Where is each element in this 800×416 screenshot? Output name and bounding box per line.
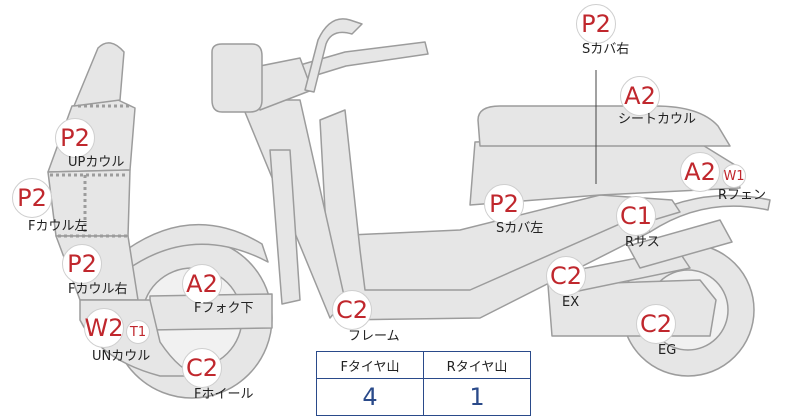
grade-badge-exhaust: C2 xyxy=(546,256,586,296)
grade-badge-engine: C2 xyxy=(636,304,676,344)
grade-badge-f-cowl-right: P2 xyxy=(62,244,102,284)
header-rear-tire: Rタイヤ山 xyxy=(423,351,531,379)
part-label-exhaust: EX xyxy=(562,295,580,310)
part-label-s-cover-left: Sカバ左 xyxy=(496,221,544,236)
grade-badge-r-fender: A2 xyxy=(680,152,720,192)
front-fork xyxy=(269,149,301,305)
cowl-tip xyxy=(73,42,125,107)
part-label-f-cowl-left: Fカウル左 xyxy=(28,219,88,234)
rear-fender xyxy=(639,194,771,233)
part-label-s-cover-right: Sカバ右 xyxy=(582,42,630,57)
part-label-un-cowl: UNカウル xyxy=(92,349,151,364)
value-front-tire: 4 xyxy=(316,378,424,416)
grade-badge-f-wheel: C2 xyxy=(182,348,222,388)
part-label-up-cowl: UPカウル xyxy=(68,155,125,170)
grade-badge-f-cowl-left: P2 xyxy=(12,178,52,218)
meter-box xyxy=(211,43,263,113)
grade-badge-r-suspension: C1 xyxy=(616,196,656,236)
grade-badge-s-cover-right: P2 xyxy=(576,4,616,44)
part-label-frame: フレーム xyxy=(348,329,400,344)
part-label-f-wheel: Fホイール xyxy=(194,387,254,402)
grade-badge-frame: C2 xyxy=(332,290,372,330)
rear-shock xyxy=(627,219,733,269)
sub-badge-r-fender: W1 xyxy=(722,164,746,188)
header-front-tire: Fタイヤ山 xyxy=(316,351,424,379)
grade-badge-up-cowl: P2 xyxy=(55,118,95,158)
part-label-f-fork: Fフォク下 xyxy=(194,301,254,316)
part-label-r-suspension: Rサス xyxy=(625,235,660,250)
mirror-stalk xyxy=(304,18,363,93)
part-label-f-cowl-right: Fカウル右 xyxy=(68,282,128,297)
part-label-seat-cowl: シートカウル xyxy=(618,112,697,127)
tire-tread-table: Fタイヤ山 Rタイヤ山 4 1 xyxy=(316,351,531,416)
grade-badge-s-cover-left: P2 xyxy=(484,184,524,224)
seat-cowl xyxy=(477,105,731,147)
grade-badge-un-cowl: W2 xyxy=(84,308,124,348)
value-rear-tire: 1 xyxy=(423,378,531,416)
front-fender xyxy=(117,223,269,273)
grade-badge-f-fork: A2 xyxy=(182,264,222,304)
part-label-r-fender: Rフェン xyxy=(718,188,767,203)
grade-badge-seat-cowl: A2 xyxy=(620,76,660,116)
part-label-engine: EG xyxy=(658,343,677,358)
sub-badge-un-cowl: T1 xyxy=(126,320,150,344)
